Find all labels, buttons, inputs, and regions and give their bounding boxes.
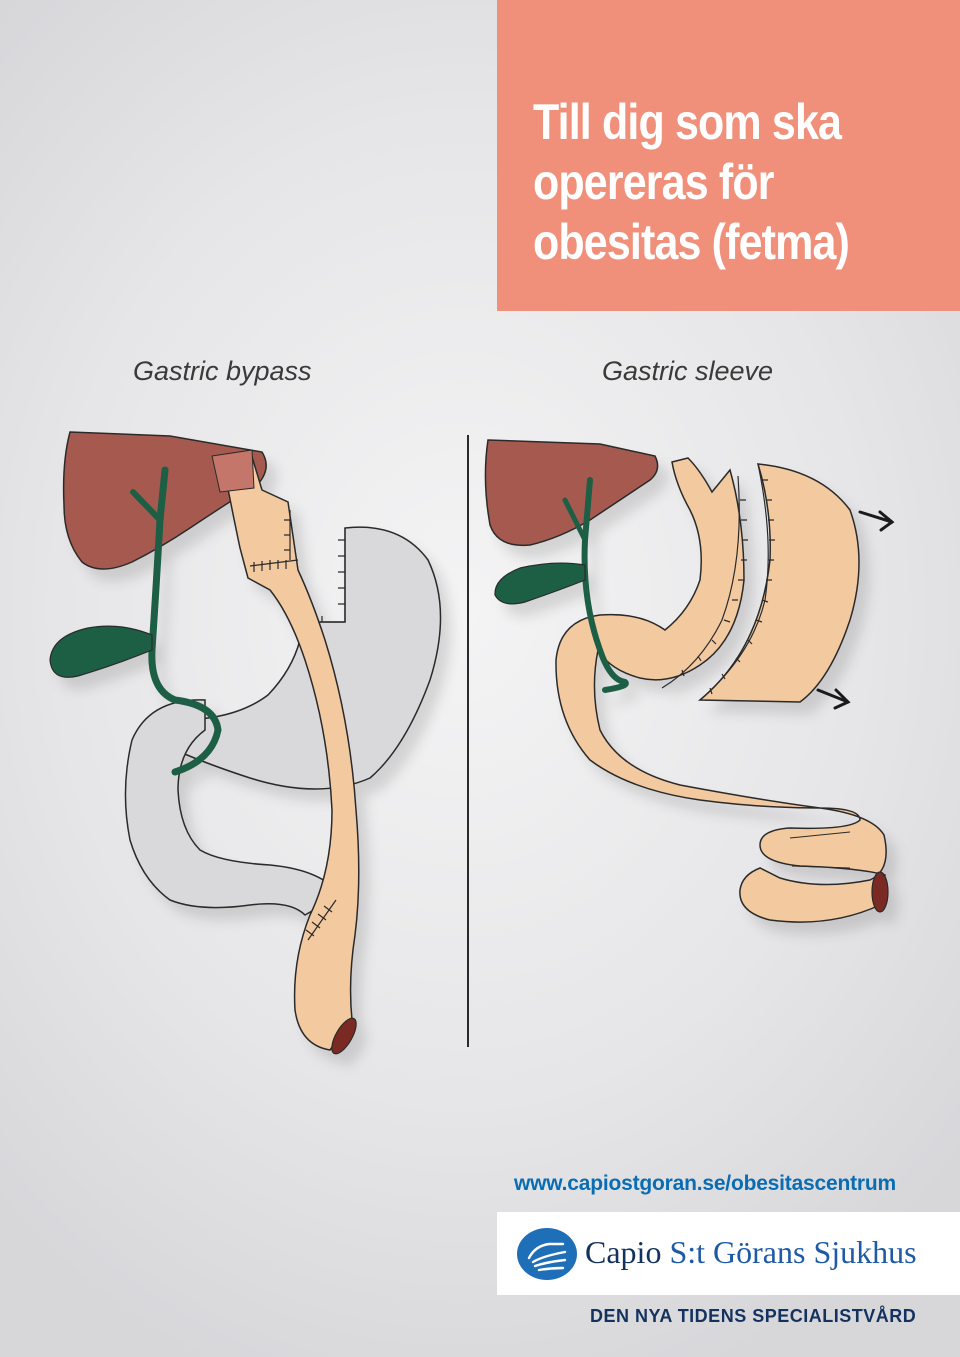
bypass-intestine-end (331, 1017, 357, 1055)
sleeve-intestine-folds (789, 831, 851, 869)
main-title: Till dig som ska opereras för obesitas (… (533, 92, 850, 272)
bypass-lower-staples (305, 899, 337, 941)
bypass-biliary-limb (124, 699, 342, 916)
caption-gastric-sleeve: Gastric sleeve (602, 356, 774, 386)
title-line-1: Till dig som ska (533, 94, 842, 150)
bypass-illustration (49, 431, 442, 1055)
removal-arrow-upper (858, 510, 895, 532)
sleeve-liver (484, 439, 659, 547)
sleeve-stomach-and-intestine (555, 457, 887, 923)
website-link[interactable]: www.capiostgoran.se/obesitascentrum (514, 1172, 896, 1195)
sleeve-removed-staple-line (699, 463, 775, 701)
bypass-hepatic-duct (130, 489, 163, 523)
title-line-3: obesitas (fetma) (533, 214, 850, 270)
tagline: DEN NYA TIDENS SPECIALISTVÅRD (590, 1306, 917, 1326)
bypass-top-staples (249, 510, 299, 572)
sleeve-staple-line (661, 475, 748, 689)
bypass-staple-line (320, 528, 346, 623)
hospital-name-part2: S:t Görans Sjukhus (669, 1234, 917, 1270)
removal-arrow-lower (816, 688, 851, 710)
bypass-bile-duct (148, 466, 222, 776)
hospital-name: Capio S:t Görans Sjukhus (585, 1234, 917, 1271)
sleeve-hepatic-duct (562, 497, 588, 543)
sleeve-gallbladder (494, 562, 586, 605)
bypass-pouch-overlap (211, 449, 255, 493)
surgery-illustrations (49, 431, 895, 1055)
sleeve-illustration (484, 439, 889, 923)
sleeve-intestine-end (871, 871, 889, 913)
bypass-gallbladder (49, 625, 153, 678)
caption-gastric-bypass: Gastric bypass (133, 356, 312, 386)
hand-icon (517, 1228, 577, 1280)
title-banner: Till dig som ska opereras för obesitas (… (497, 0, 960, 311)
bypass-roux-limb (221, 449, 360, 1051)
illustration-divider (467, 435, 469, 1047)
logo-box: Capio S:t Görans Sjukhus (497, 1212, 960, 1295)
hospital-name-part1: Capio (585, 1234, 670, 1270)
title-line-2: opereras för (533, 154, 774, 210)
